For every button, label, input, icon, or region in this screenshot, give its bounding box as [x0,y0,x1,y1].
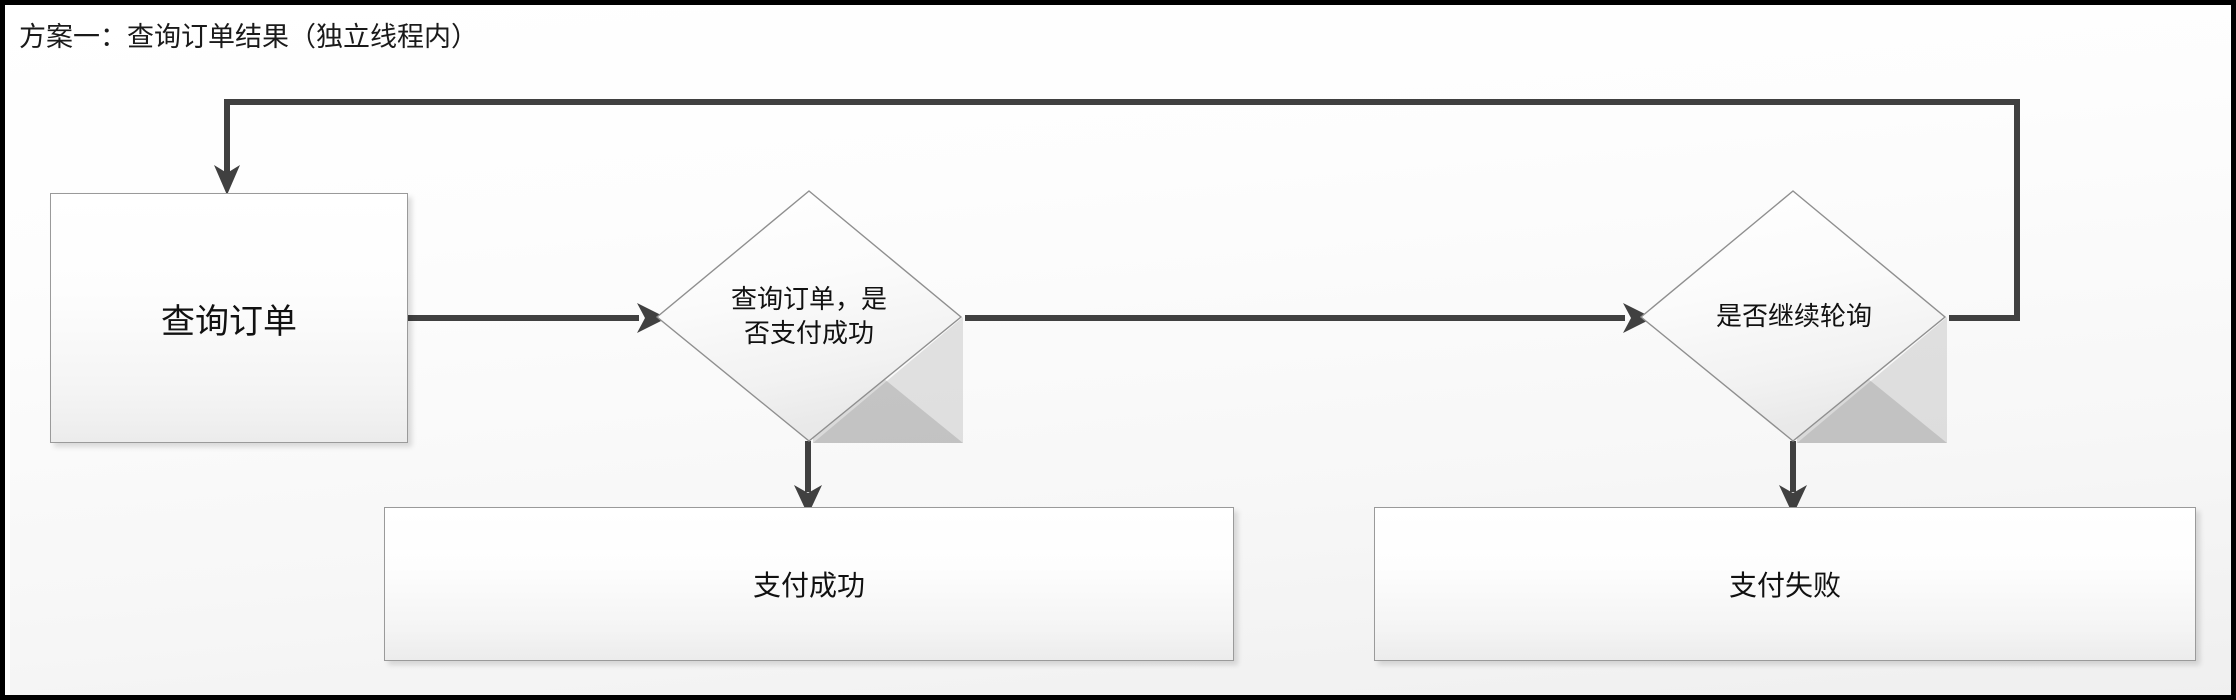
node-pay-failed-label: 支付失败 [1728,571,1841,602]
node-query-order-label: 查询订单 [161,303,297,341]
node-pay-success[interactable]: 支付成功 [384,507,1234,661]
node-pay-success-label: 支付成功 [752,571,865,602]
node-decision-pay[interactable]: 查询订单，是 否支付成功 [653,189,965,445]
node-query-order[interactable]: 查询订单 [50,193,408,443]
diamond-shape-decision-pay [655,190,963,443]
node-decision-poll[interactable]: 是否继续轮询 [1639,189,1949,445]
page-title: 方案一：查询订单结果（独立线程内） [19,22,478,52]
diamond-shape-decision-poll [1639,190,1947,443]
node-pay-failed[interactable]: 支付失败 [1374,507,2196,661]
